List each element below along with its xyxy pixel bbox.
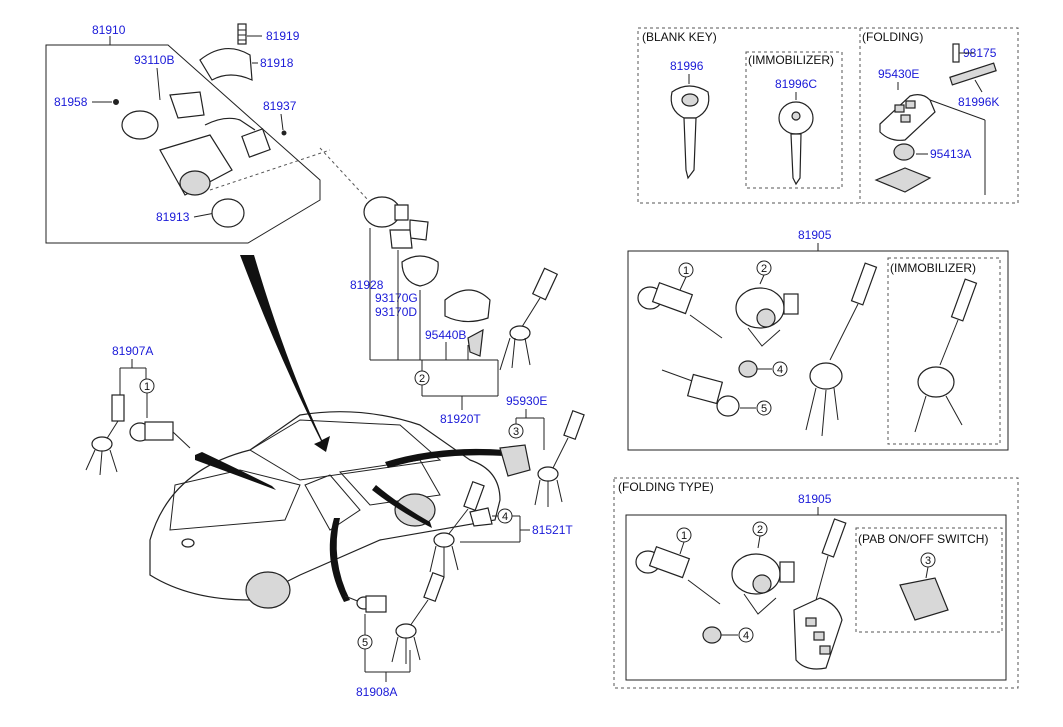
door-lock-81907A-group: 81907A 1 bbox=[85, 344, 191, 476]
part-label-81958[interactable]: 81958 bbox=[54, 95, 88, 109]
header-folding-type: (FOLDING TYPE) bbox=[618, 480, 714, 494]
keys-81521T-icon bbox=[429, 480, 485, 576]
ignition-assembly-group: 81910 81919 81918 93110B 81958 81937 bbox=[45, 23, 369, 244]
callout-5-81908A: 5 bbox=[362, 637, 368, 649]
callout-4-81905b: 4 bbox=[743, 630, 749, 642]
lock-set-81905-folding: (FOLDING TYPE) 81905 (PAB ON/OFF SWITCH)… bbox=[613, 477, 1019, 689]
part-label-81905-folding[interactable]: 81905 bbox=[798, 492, 832, 506]
assembly-frame-81910 bbox=[45, 44, 321, 244]
switch-93110B-icon bbox=[169, 91, 205, 119]
callout-2-81905a: 2 bbox=[761, 263, 767, 275]
header-pab-switch: (PAB ON/OFF SWITCH) bbox=[858, 532, 988, 546]
keys-81907A-icon bbox=[85, 394, 125, 476]
part-label-81928[interactable]: 81928 bbox=[350, 278, 384, 292]
blank-key-81996-icon bbox=[670, 85, 710, 180]
callout-1-81905b: 1 bbox=[681, 530, 687, 542]
clip-part-icon bbox=[467, 328, 484, 357]
part-label-98175[interactable]: 98175 bbox=[963, 46, 997, 60]
part-label-81907A[interactable]: 81907A bbox=[112, 344, 153, 358]
part-label-95930E[interactable]: 95930E bbox=[506, 394, 547, 408]
lock-81521T-group: 4 81521T bbox=[429, 480, 573, 576]
cylinder-4b-icon bbox=[702, 626, 722, 644]
callout-4-81521T: 4 bbox=[502, 511, 508, 523]
part-label-93170D[interactable]: 93170D bbox=[375, 305, 417, 319]
part-label-81996C[interactable]: 81996C bbox=[775, 77, 817, 91]
cover-95440B-icon bbox=[444, 289, 491, 323]
header-blank-key: (BLANK KEY) bbox=[642, 30, 717, 44]
lock-set-81905-immobilizer: 81905 (IMMOBILIZER) 1 2 4 bbox=[627, 228, 1009, 451]
part-label-93110B[interactable]: 93110B bbox=[134, 53, 174, 67]
connector-93170G-icon bbox=[389, 229, 413, 249]
part-label-95440B[interactable]: 95440B bbox=[425, 328, 466, 342]
battery-95413A-icon bbox=[893, 143, 915, 161]
cover-81918-icon bbox=[199, 48, 253, 81]
lock-set-81920T-group: 81928 93170G 93170D 95440B 2 81920T bbox=[350, 196, 559, 426]
fob-case-icon bbox=[874, 167, 932, 193]
switch-95930E-icon bbox=[499, 444, 531, 477]
part-label-81918[interactable]: 81918 bbox=[260, 56, 294, 70]
blade-81996K-icon bbox=[949, 62, 997, 86]
part-label-81919[interactable]: 81919 bbox=[266, 29, 300, 43]
key-81905a-icon bbox=[805, 262, 878, 437]
knob-81913-icon bbox=[211, 198, 245, 228]
part-label-81996[interactable]: 81996 bbox=[670, 59, 704, 73]
folding-key-81905b-icon bbox=[793, 518, 847, 670]
callout-4-81905a: 4 bbox=[777, 364, 783, 376]
part-label-93170G[interactable]: 93170G bbox=[375, 291, 418, 305]
header-folding: (FOLDING) bbox=[862, 30, 923, 44]
part-label-81920T[interactable]: 81920T bbox=[440, 412, 481, 426]
fob-95430E-icon bbox=[879, 94, 936, 141]
ignition-cylinder-2a-icon bbox=[735, 287, 799, 347]
cylinder-81908A-icon bbox=[344, 595, 387, 613]
part-label-81521T[interactable]: 81521T bbox=[532, 523, 573, 537]
header-immobilizer-small: (IMMOBILIZER) bbox=[748, 53, 834, 67]
immobilizer-key-81996C-icon bbox=[778, 101, 814, 186]
ignition-cylinder-2b-icon bbox=[731, 553, 795, 615]
callout-3-95930E: 3 bbox=[513, 426, 519, 438]
part-label-81913[interactable]: 81913 bbox=[156, 210, 190, 224]
keys-95930E-icon bbox=[534, 409, 585, 507]
part-label-95430E[interactable]: 95430E bbox=[878, 67, 919, 81]
lock-81908A-group: 5 81908A bbox=[344, 571, 445, 699]
part-label-81910[interactable]: 81910 bbox=[92, 23, 126, 37]
cylinder-4a-icon bbox=[738, 360, 758, 378]
door-cylinder-1a-icon bbox=[637, 282, 723, 339]
part-label-81996K[interactable]: 81996K bbox=[958, 95, 999, 109]
door-cylinder-5a-icon bbox=[661, 369, 740, 417]
switch-95930E-group: 95930E 3 bbox=[499, 394, 585, 507]
pab-switch-icon bbox=[899, 577, 949, 621]
ring-93170D-icon bbox=[401, 255, 439, 287]
callout-3-81905b: 3 bbox=[925, 555, 931, 567]
leader-arrows bbox=[195, 255, 505, 602]
header-immobilizer-large: (IMMOBILIZER) bbox=[890, 261, 976, 275]
door-lock-cylinder-icon bbox=[129, 421, 191, 449]
ignition-lock-body-icon bbox=[121, 110, 271, 196]
callout-2-lockset: 2 bbox=[419, 373, 425, 385]
screw-81919-icon bbox=[237, 23, 247, 45]
callout-5-81905a: 5 bbox=[761, 403, 767, 415]
door-cylinder-1b-icon bbox=[635, 546, 721, 605]
part-label-81937[interactable]: 81937 bbox=[263, 99, 297, 113]
part-label-95413A[interactable]: 95413A bbox=[930, 147, 971, 161]
part-label-81908A[interactable]: 81908A bbox=[356, 685, 397, 699]
callout-1-81907A: 1 bbox=[144, 381, 150, 393]
cylinder-81521T-icon bbox=[469, 507, 493, 527]
key-with-tag-icon bbox=[499, 267, 559, 371]
callout-2-81905b: 2 bbox=[757, 524, 763, 536]
callout-1-81905a: 1 bbox=[683, 265, 689, 277]
part-label-81905-immobilizer[interactable]: 81905 bbox=[798, 228, 832, 242]
immobilizer-key-large-icon bbox=[914, 278, 978, 433]
pin-98175-icon bbox=[952, 43, 960, 63]
tab-part-icon bbox=[409, 219, 429, 241]
keys-81908A-icon bbox=[391, 571, 445, 664]
key-options-box: (BLANK KEY) (FOLDING) 81996 (IMMOBILIZER… bbox=[637, 27, 1019, 204]
